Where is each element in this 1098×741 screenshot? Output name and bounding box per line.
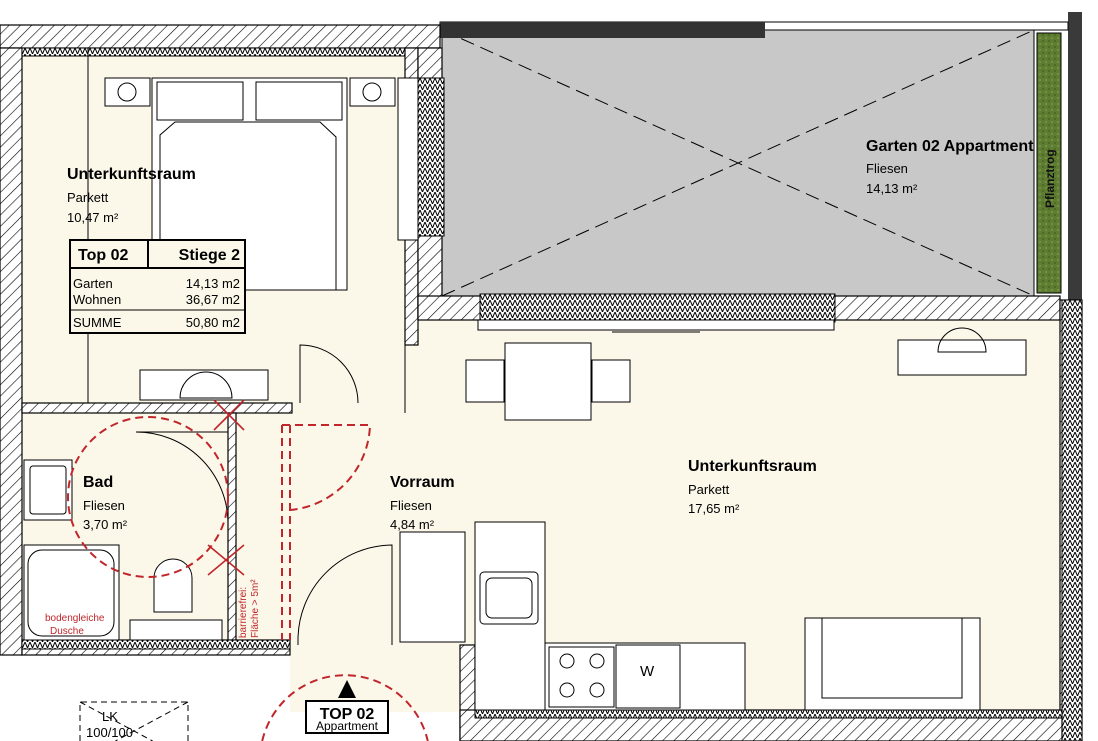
wall-bedroom-bath	[21, 402, 293, 414]
table-row-value: 50,80 m2	[186, 315, 240, 330]
bedroom-door-swing	[299, 344, 359, 404]
living-name: Unterkunftsraum	[688, 458, 817, 475]
lamp-icon	[362, 82, 382, 102]
insulation-bottom	[21, 639, 291, 650]
table-stair: Stiege 2	[179, 247, 240, 264]
shower-label: Dusche	[50, 626, 84, 637]
cooktop	[548, 646, 615, 708]
insulation-bottom-right	[474, 709, 1063, 719]
bath-floor-type: Fliesen	[83, 498, 125, 513]
red-x	[207, 544, 245, 576]
shower-tray	[27, 549, 115, 637]
burner-icon	[589, 682, 605, 698]
hall-area: 4,84 m²	[390, 517, 435, 532]
entrance-label-box	[305, 700, 389, 734]
burner-icon	[559, 682, 575, 698]
toilet-icon	[153, 558, 193, 613]
accessible-note: Fläche > 5m²	[250, 579, 261, 638]
bedroom-floor-type: Parkett	[67, 190, 109, 205]
washing-machine	[615, 644, 681, 709]
burner-icon	[559, 653, 575, 669]
living-area: 17,65 m²	[688, 501, 740, 516]
chair-icon	[937, 327, 987, 353]
dining-table	[504, 342, 592, 421]
window-frame	[397, 77, 419, 241]
duvet	[159, 121, 337, 290]
planter	[1036, 32, 1062, 294]
lamp-icon	[117, 82, 137, 102]
hall-name: Vorraum	[390, 474, 455, 491]
shaft-label: LK	[102, 709, 118, 724]
hall-floor-type: Fliesen	[390, 498, 432, 513]
table-row-label: SUMME	[73, 315, 122, 330]
table-row-value: 36,67 m2	[186, 292, 240, 307]
living-floor-type: Parkett	[688, 482, 730, 497]
entrance-title: TOP 02	[320, 706, 375, 723]
chair	[591, 359, 631, 403]
wc-cistern	[129, 619, 223, 641]
turning-circle	[67, 416, 229, 578]
pillow	[255, 81, 343, 121]
table-row-label: Garten	[73, 276, 113, 291]
table-row-value: 14,13 m2	[186, 276, 240, 291]
summary-table: Top 02 Stiege 2 Garten 14,13 m2 Wohnen 3…	[69, 239, 246, 334]
tv-sideboard	[897, 339, 1027, 376]
entrance-arrow-icon	[338, 680, 356, 698]
sofa-seat	[821, 617, 963, 699]
terrace-door[interactable]	[479, 293, 836, 323]
shaft	[79, 701, 189, 741]
wall-left	[0, 47, 23, 656]
shaft-diagonal	[115, 701, 189, 741]
insulation-top	[21, 47, 418, 57]
entrance-subtitle: Appartment	[316, 719, 379, 733]
accessible-door-clearance	[281, 424, 372, 640]
accessible-note: barrierefrei:	[238, 587, 249, 638]
bath-door-swing	[135, 431, 229, 521]
garden-floor-type: Fliesen	[866, 161, 908, 176]
table-row-label: Wohnen	[73, 292, 121, 307]
wall-bath-hall	[227, 412, 237, 646]
shaft-diagonal	[79, 701, 153, 741]
bath-name: Bad	[83, 474, 113, 491]
bedroom-area: 10,47 m²	[67, 210, 119, 225]
bedroom-name: Unterkunftsraum	[67, 166, 196, 183]
shaft-label: 100/100	[86, 725, 133, 740]
garden-boundary-wall	[1068, 12, 1082, 300]
burner-icon	[589, 653, 605, 669]
entrance-door-swing	[297, 544, 393, 645]
planter-label: Pflanztrog	[1043, 149, 1057, 208]
sink-bowl	[485, 577, 533, 619]
desk	[139, 369, 269, 401]
chair-icon	[179, 371, 233, 399]
entrance-turning-circle	[261, 674, 429, 741]
garden-diagonal	[441, 29, 1035, 297]
garden-name: Garten 02 Appartment	[866, 138, 1034, 155]
hall-cabinet	[399, 531, 466, 643]
chair	[465, 359, 505, 403]
wall-top	[0, 24, 441, 49]
pillow	[156, 81, 244, 121]
table-top: Top 02	[78, 247, 128, 264]
window-bedroom[interactable]	[417, 77, 445, 237]
terrace-door-frame	[477, 319, 835, 331]
red-x	[213, 399, 245, 431]
washbasin-bowl	[29, 465, 67, 515]
bath-area: 3,70 m²	[83, 517, 128, 532]
shower-label: bodengleiche	[45, 613, 105, 624]
garden-area: 14,13 m²	[866, 181, 918, 196]
insulation-right	[1061, 299, 1083, 741]
washer-label: W	[640, 663, 655, 680]
garden-edge-dark	[440, 22, 765, 38]
